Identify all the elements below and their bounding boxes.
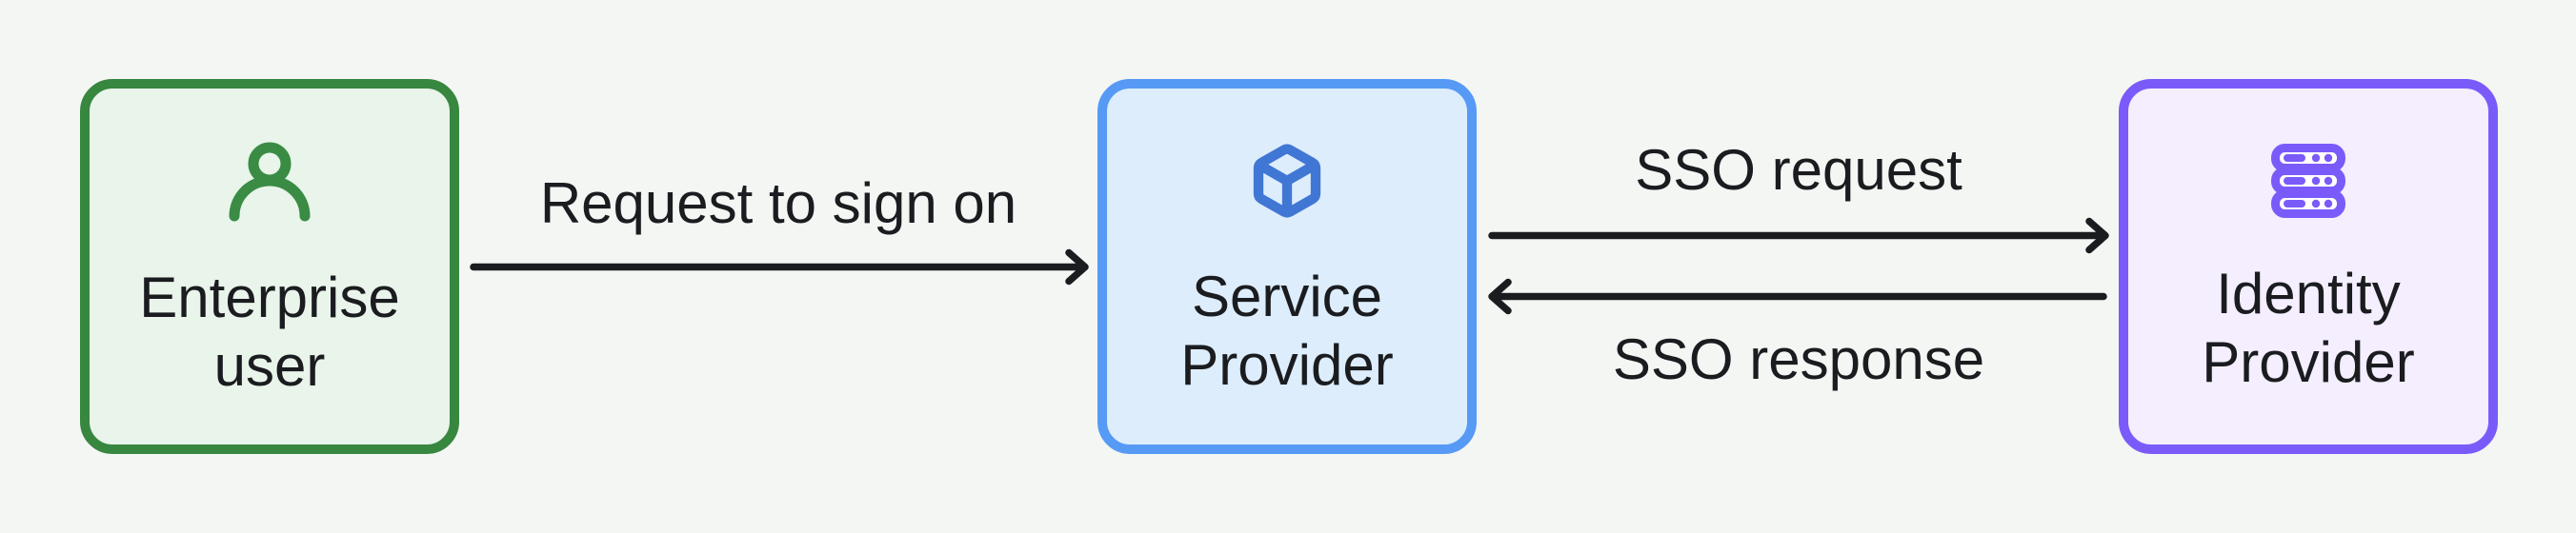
- edge-sso-response: [1488, 278, 2107, 315]
- cube-icon: [1253, 144, 1321, 218]
- arrowhead-right-icon: [2085, 217, 2109, 254]
- node-service-provider: Service Provider: [1097, 79, 1477, 454]
- node-label-service-provider: Service Provider: [1180, 265, 1394, 397]
- edge-label-sso-response: SSO response: [1612, 327, 1985, 391]
- node-label-identity-provider: Identity Provider: [2202, 262, 2415, 394]
- arrowhead-right-icon: [1065, 248, 1089, 286]
- node-enterprise-user: Enterprise user: [80, 79, 459, 454]
- arrowhead-left-icon: [1488, 278, 1512, 315]
- edge-sso-request: [1488, 217, 2109, 254]
- edge-label-request-to-sign-on: Request to sign on: [539, 171, 1017, 235]
- server-icon: [2271, 144, 2345, 218]
- edge-request-to-sign-on: [470, 248, 1089, 286]
- node-label-enterprise-user: Enterprise user: [139, 266, 400, 398]
- node-identity-provider: Identity Provider: [2119, 79, 2498, 454]
- edge-label-sso-request: SSO request: [1635, 138, 1962, 202]
- user-icon: [229, 142, 311, 222]
